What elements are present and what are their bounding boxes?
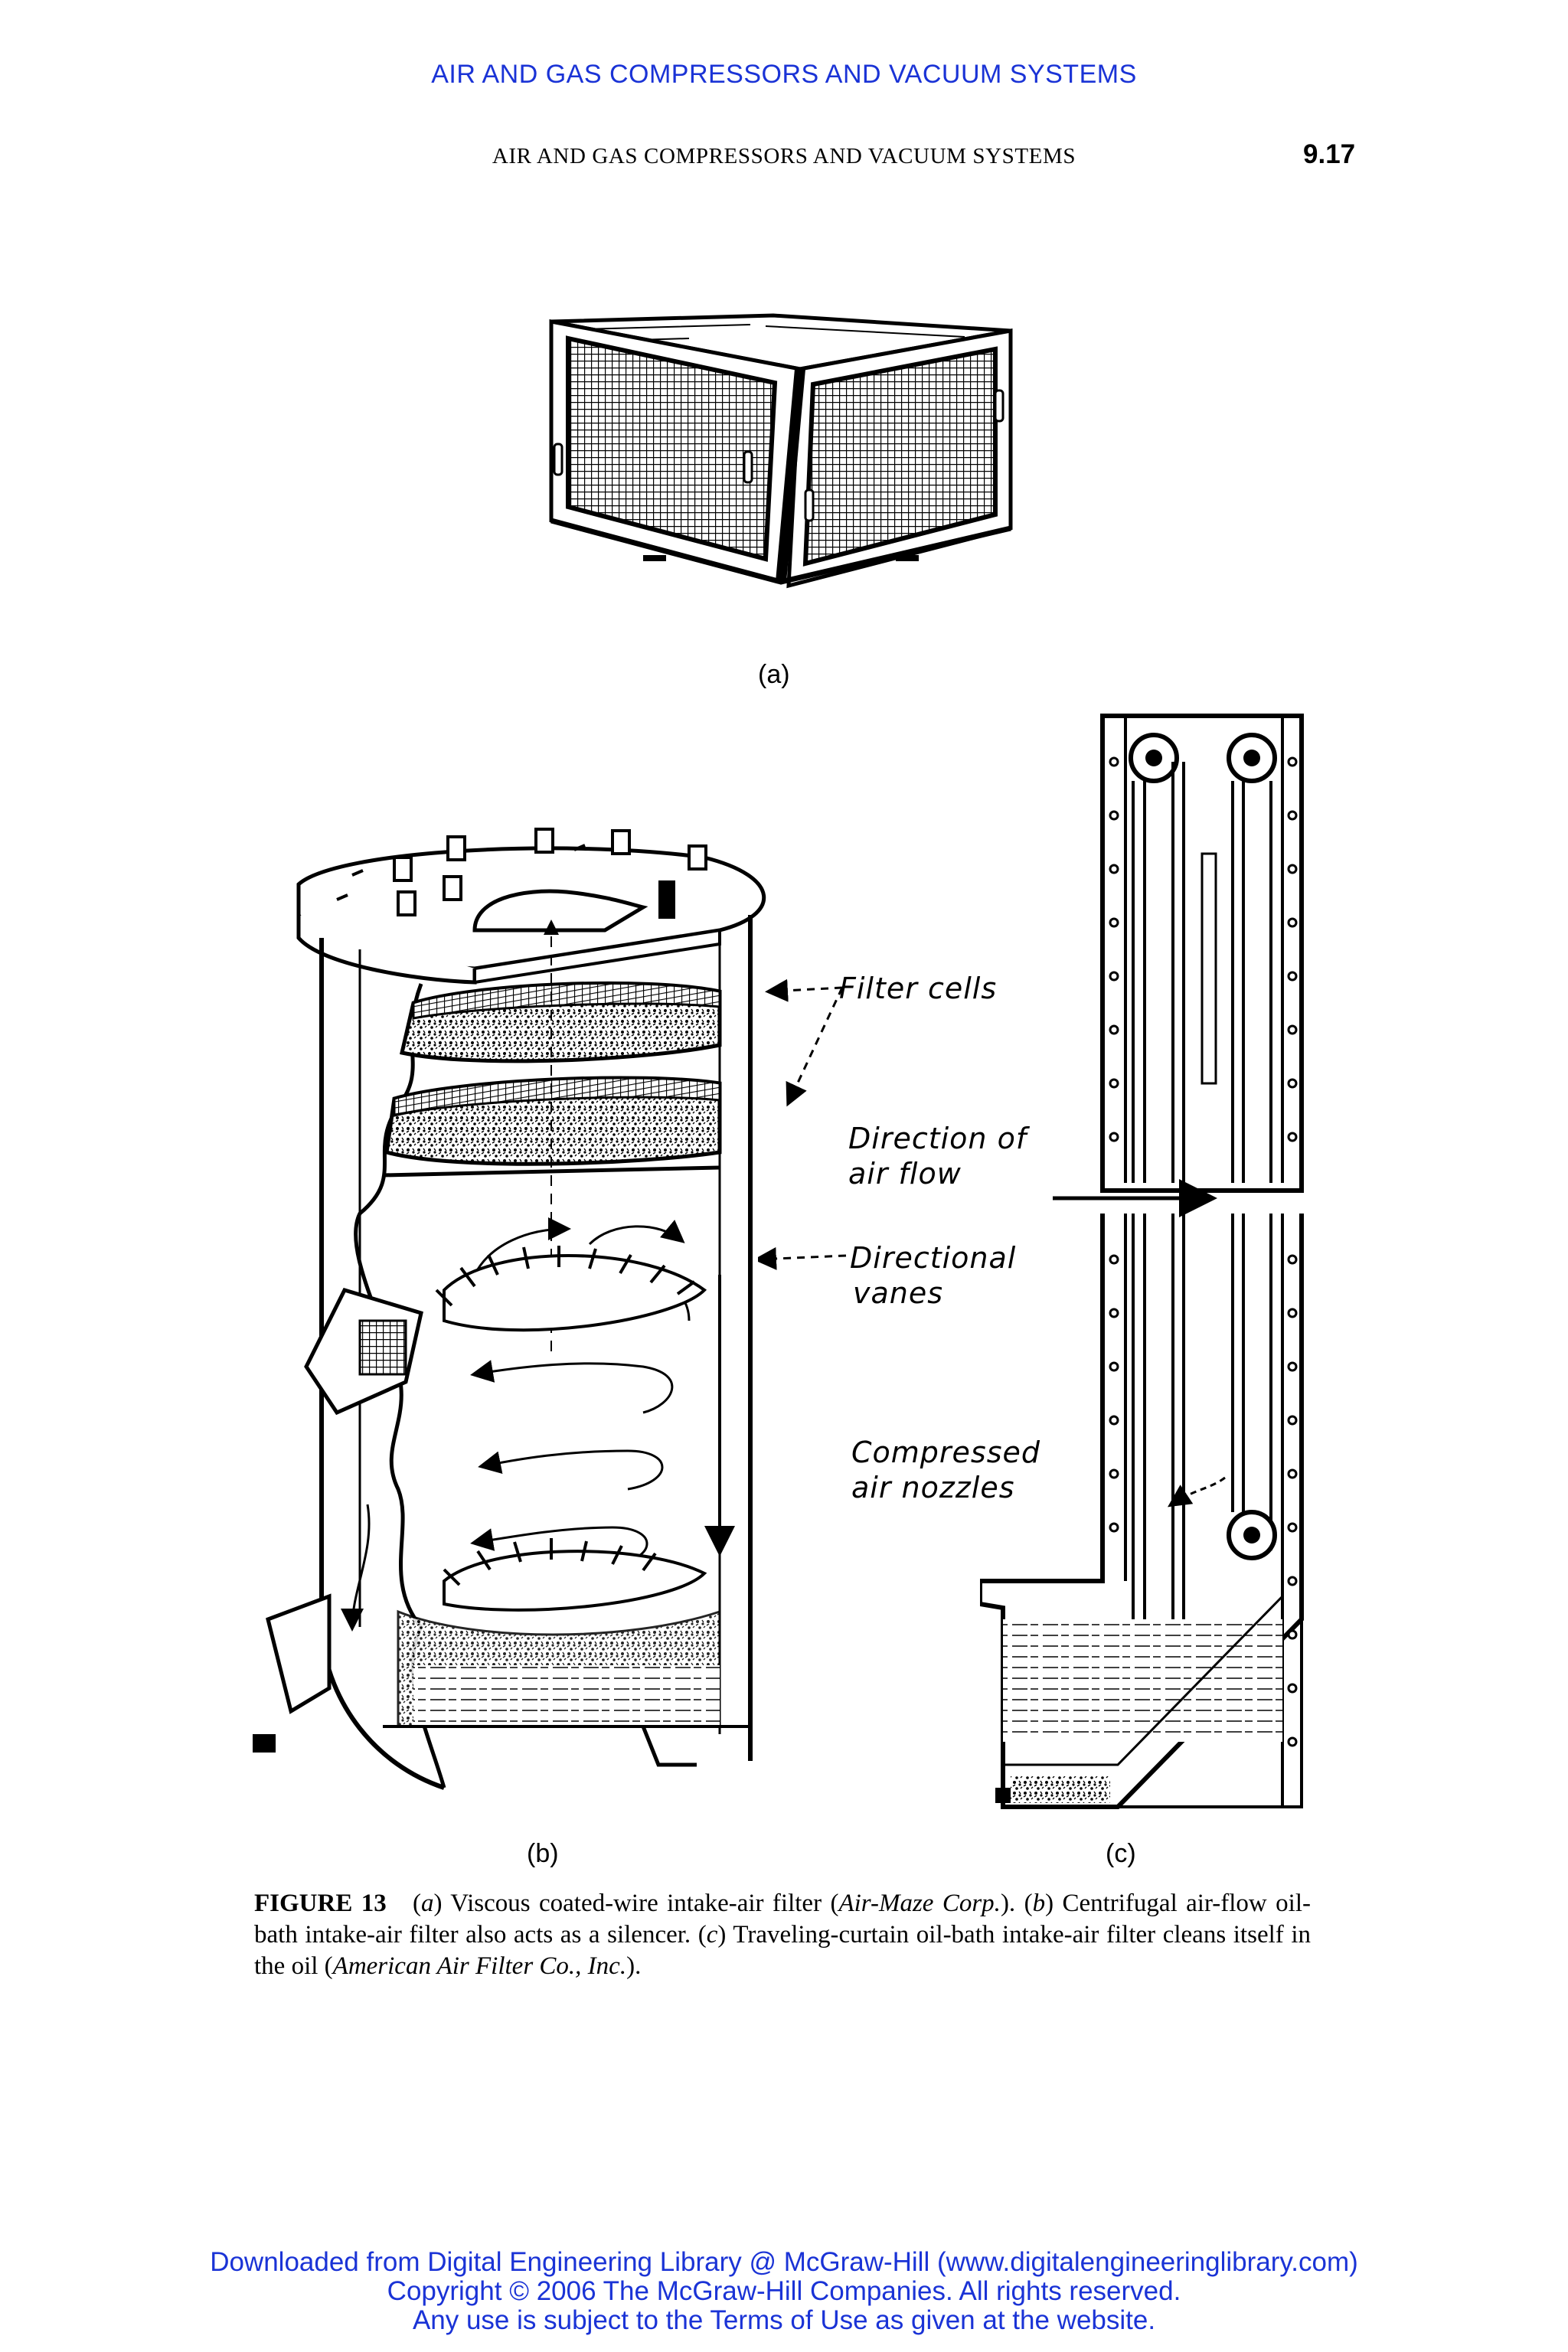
figure-b-drawing bbox=[253, 828, 766, 1790]
caption-b-tag: b bbox=[1032, 1890, 1046, 1917]
caption-figure-label: FIGURE 13 bbox=[254, 1890, 387, 1917]
footer-line-1[interactable]: Downloaded from Digital Engineering Libr… bbox=[210, 2247, 1358, 2277]
callout-vanes-line2: vanes bbox=[853, 1276, 944, 1310]
drain-fitting bbox=[266, 1593, 332, 1714]
caption-b-text: ) Centrifugal air-flow oil-bath intake-a… bbox=[254, 1890, 1311, 1949]
callout-filter-cells: Filter cells bbox=[839, 972, 998, 1005]
callout-compressed-air-nozzles: Compressed air nozzles bbox=[851, 1435, 1040, 1505]
figure-a-label: (a) bbox=[758, 660, 790, 689]
caption-c-text: ) Traveling-curtain oil-bath intake-air … bbox=[254, 1921, 1312, 1980]
page-number: 9.17 bbox=[1303, 139, 1356, 169]
lid-bolts bbox=[393, 828, 707, 916]
directional-vanes bbox=[443, 1254, 707, 1332]
caption-c-credit: American Air Filter Co., Inc. bbox=[332, 1952, 627, 1980]
callout-direction-of-air-flow: Direction of air flow bbox=[848, 1121, 1027, 1191]
figure-a-drawing bbox=[549, 313, 1013, 589]
callout-directional-vanes: Directional vanes bbox=[850, 1240, 1016, 1311]
callout-vanes-line1: Directional bbox=[850, 1241, 1017, 1275]
callout-direction-line1: Direction of bbox=[848, 1122, 1027, 1155]
oil-bath bbox=[413, 1665, 720, 1726]
caption-c-tag: c bbox=[706, 1921, 718, 1949]
filter-mesh-left bbox=[566, 335, 778, 562]
callout-nozzles-line2: air nozzles bbox=[851, 1471, 1015, 1504]
figure-c-label: (c) bbox=[1106, 1839, 1136, 1868]
caption-c-close: ). bbox=[626, 1952, 642, 1980]
callout-direction-line2: air flow bbox=[848, 1157, 962, 1191]
callout-nozzles-line1: Compressed bbox=[851, 1436, 1041, 1469]
figure-c-drawing bbox=[980, 714, 1304, 1809]
running-head: AIR AND GAS COMPRESSORS AND VACUUM SYSTE… bbox=[492, 144, 1076, 168]
footer-line-3: Any use is subject to the Terms of Use a… bbox=[412, 2305, 1156, 2335]
caption-a-credit: Air-Maze Corp. bbox=[838, 1890, 1001, 1917]
download-footer: Downloaded from Digital Engineering Libr… bbox=[0, 2248, 1568, 2335]
oil-reservoir bbox=[1003, 1619, 1282, 1742]
footer-line-2: Copyright © 2006 The McGraw-Hill Compani… bbox=[387, 2276, 1181, 2306]
figure-caption: FIGURE 13 (a) Viscous coated-wire intake… bbox=[254, 1890, 1312, 1980]
callout-leaders-b bbox=[758, 978, 847, 1270]
caption-a-close: ). ( bbox=[1000, 1890, 1033, 1917]
figure-b-label: (b) bbox=[527, 1839, 559, 1868]
caption-a-tag: a bbox=[420, 1890, 434, 1917]
caption-a-text: Viscous coated-wire intake-air filter ( bbox=[442, 1890, 839, 1917]
banner-title: AIR AND GAS COMPRESSORS AND VACUUM SYSTE… bbox=[431, 60, 1137, 89]
